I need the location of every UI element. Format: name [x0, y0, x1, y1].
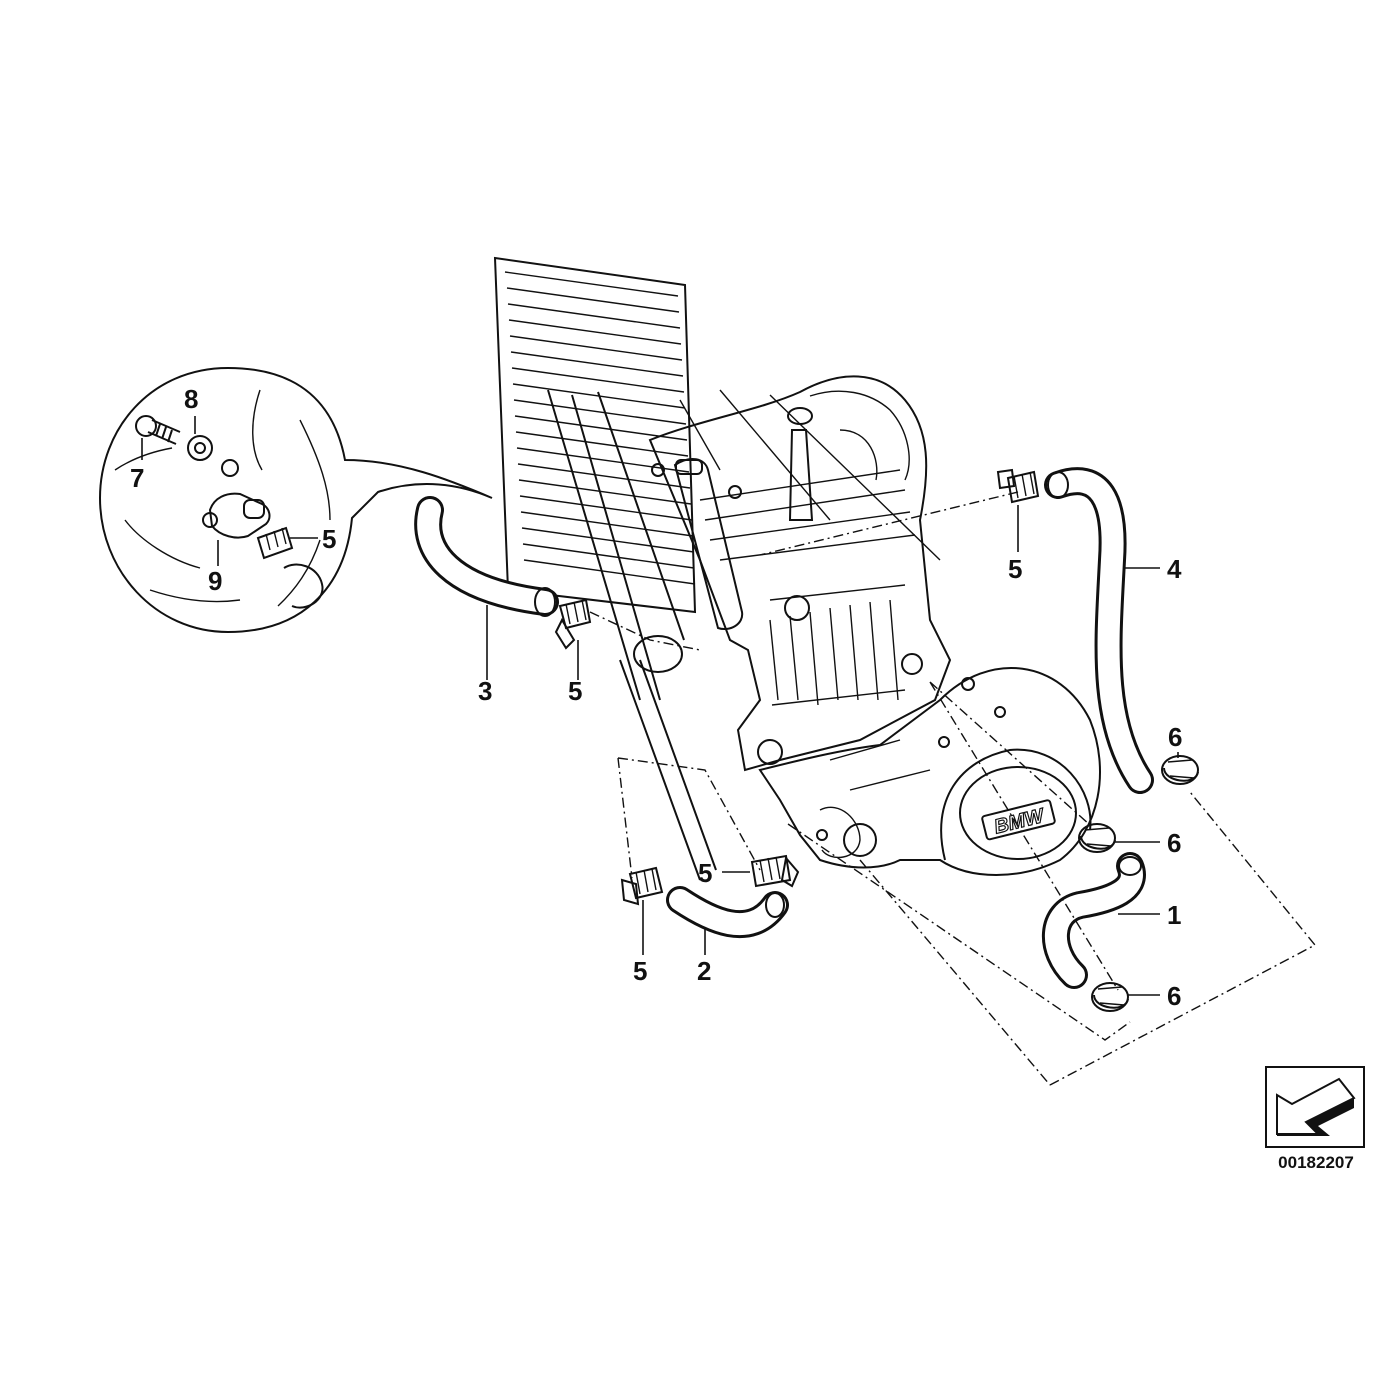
clamp-part [554, 598, 592, 650]
fitting-part [202, 459, 271, 539]
engine-logo-plate: BMW [981, 799, 1056, 841]
label-clamp: 5 [322, 524, 336, 554]
bolt-part [135, 415, 181, 445]
assembly-lines [589, 491, 1317, 1086]
label-fitting: 9 [208, 566, 222, 596]
grommet-part [1161, 755, 1199, 785]
label-bolt: 7 [130, 463, 144, 493]
label-clamp: 5 [698, 858, 712, 888]
label-clamp: 5 [568, 676, 582, 706]
label-clamp: 5 [633, 956, 647, 986]
label-washer: 8 [184, 384, 198, 414]
clamp-part [996, 468, 1040, 504]
radiator [493, 256, 697, 673]
label-hose-2: 2 [697, 956, 711, 986]
reference-box: 00182207 [1265, 1066, 1365, 1172]
leader-lines [141, 416, 1179, 996]
washer-part [187, 435, 213, 461]
hose-3 [414, 496, 559, 617]
label-clamp: 5 [1008, 554, 1022, 584]
hose-2 [666, 886, 789, 939]
hose-1 [1041, 852, 1146, 989]
label-hose-4: 4 [1167, 554, 1182, 584]
grommet-part [1078, 823, 1116, 853]
grommet-part [1091, 982, 1129, 1012]
label-grommet: 6 [1167, 981, 1181, 1011]
bearing-arrow-icon [1276, 1077, 1356, 1136]
reference-number: 00182207 [1278, 1153, 1354, 1172]
label-hose-1: 1 [1167, 900, 1181, 930]
label-grommet: 6 [1167, 828, 1181, 858]
clamp-part [620, 866, 664, 906]
detail-inset [98, 366, 493, 634]
label-grommet: 6 [1168, 722, 1182, 752]
clamp-part [750, 854, 800, 888]
part-labels: 1 2 3 4 5 5 5 5 5 6 6 6 7 8 9 [130, 384, 1182, 1011]
hose-4 [1044, 467, 1154, 794]
engine-logo-text: BMW [992, 805, 1048, 839]
label-hose-3: 3 [478, 676, 492, 706]
